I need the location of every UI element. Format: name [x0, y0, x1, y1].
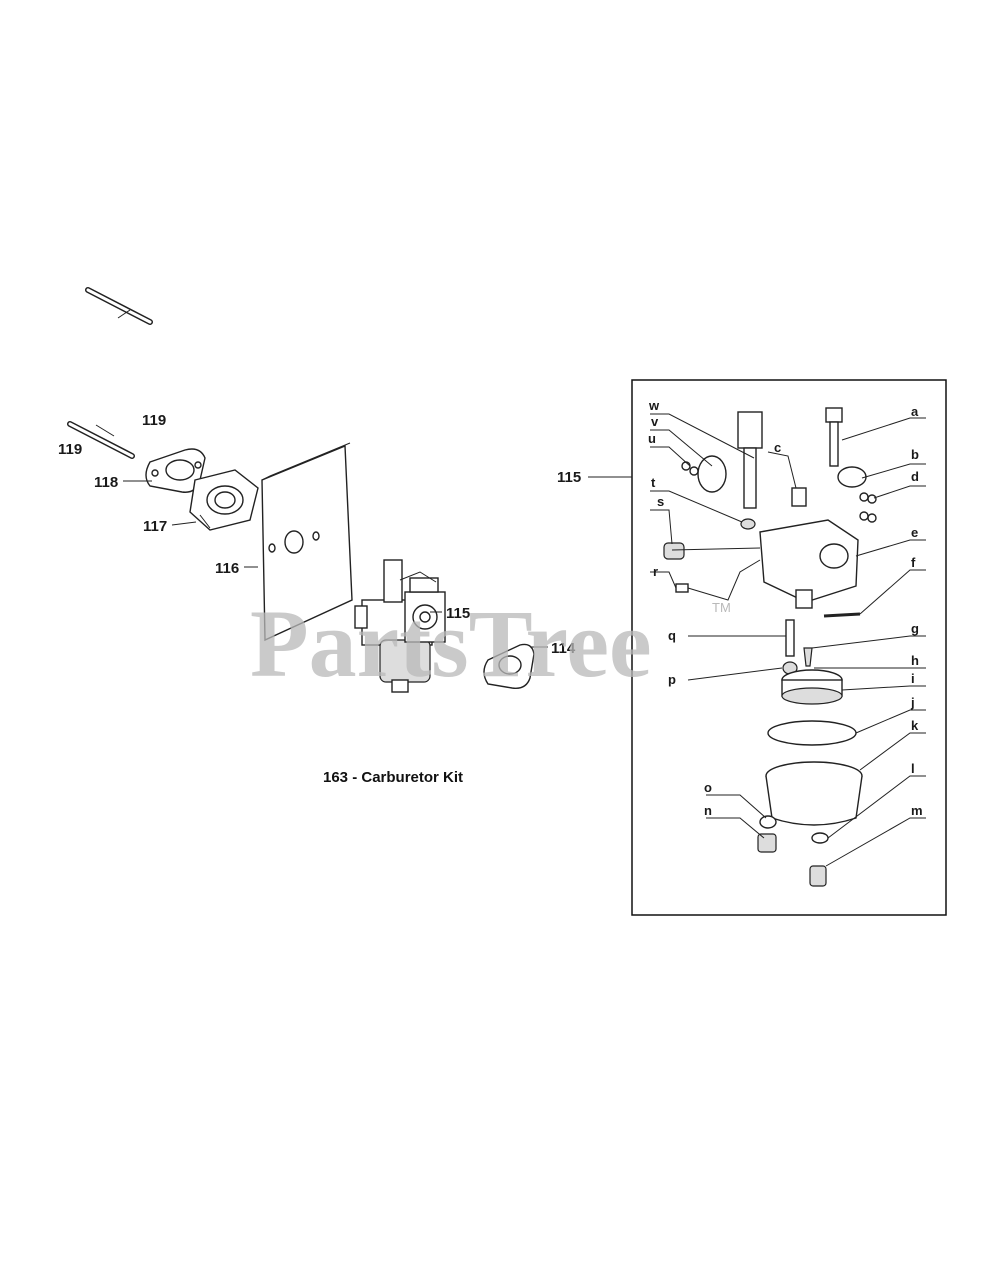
- screw-r: [675, 583, 689, 593]
- callout-e: e: [911, 525, 918, 540]
- throttle-plate-v: [697, 455, 727, 493]
- callout-v: v: [651, 414, 659, 429]
- drain-screw-m: [809, 865, 827, 887]
- needle-g: [803, 647, 813, 667]
- washer-t: [740, 518, 756, 530]
- watermark: PartsTree: [250, 590, 652, 697]
- idle-screw-s: [663, 542, 685, 560]
- callout-m: m: [911, 803, 923, 818]
- callout-116: 116: [215, 560, 239, 577]
- callout-r: r: [653, 564, 658, 579]
- callout-f: f: [911, 555, 916, 570]
- screws-u: [681, 461, 699, 476]
- callout-115: 115: [446, 605, 470, 622]
- callout-i: i: [911, 671, 915, 686]
- kit-box: [631, 379, 947, 916]
- washer-l: [811, 832, 829, 844]
- pin-f: [823, 612, 861, 618]
- stud-119-upper: [85, 287, 153, 325]
- callout-p: p: [668, 672, 676, 687]
- callout-a: a: [911, 404, 919, 419]
- gasket-114: [483, 643, 535, 689]
- callout-l: l: [911, 761, 915, 776]
- choke-plate-b: [837, 466, 867, 488]
- callout-t: t: [651, 475, 656, 490]
- gasket-118: [145, 448, 206, 493]
- kit-leaders: [650, 413, 926, 867]
- callout-119-lower: 119: [58, 441, 82, 458]
- float-i: [781, 669, 843, 705]
- callout-u: u: [648, 431, 656, 446]
- callout-118: 118: [94, 474, 118, 491]
- callout-k: k: [911, 718, 919, 733]
- throttle-shaft-w: [737, 411, 763, 509]
- watermark-tm: TM: [712, 600, 731, 615]
- callout-j: j: [910, 695, 915, 710]
- callout-q: q: [668, 628, 676, 643]
- washer-o: [759, 815, 777, 829]
- carburetor-body-e: [759, 519, 859, 609]
- spacer-117: [189, 469, 259, 531]
- main-jet-q: [785, 619, 795, 657]
- callout-d: d: [911, 469, 919, 484]
- callout-119-upper: 119: [142, 412, 166, 429]
- part-c: [791, 487, 807, 507]
- choke-shaft-a: [825, 407, 843, 467]
- callout-115-kit: 115: [557, 469, 581, 486]
- callout-w: w: [648, 398, 660, 413]
- screws-d: [859, 492, 877, 523]
- callout-b: b: [911, 447, 919, 462]
- diagram-title: 163 - Carburetor Kit: [323, 769, 463, 786]
- float-bowl-k: [765, 761, 863, 826]
- gasket-j: [767, 720, 857, 746]
- callout-g: g: [911, 621, 919, 636]
- callout-114: 114: [551, 640, 576, 657]
- callout-o: o: [704, 780, 712, 795]
- bolt-n: [757, 833, 777, 853]
- stud-119-lower: [67, 421, 135, 459]
- callout-117: 117: [143, 518, 167, 535]
- callout-n: n: [704, 803, 712, 818]
- callout-h: h: [911, 653, 919, 668]
- callout-s: s: [657, 494, 664, 509]
- carburetor-115: [354, 559, 446, 693]
- callout-c: c: [774, 440, 781, 455]
- heat-shield-116: [261, 442, 353, 642]
